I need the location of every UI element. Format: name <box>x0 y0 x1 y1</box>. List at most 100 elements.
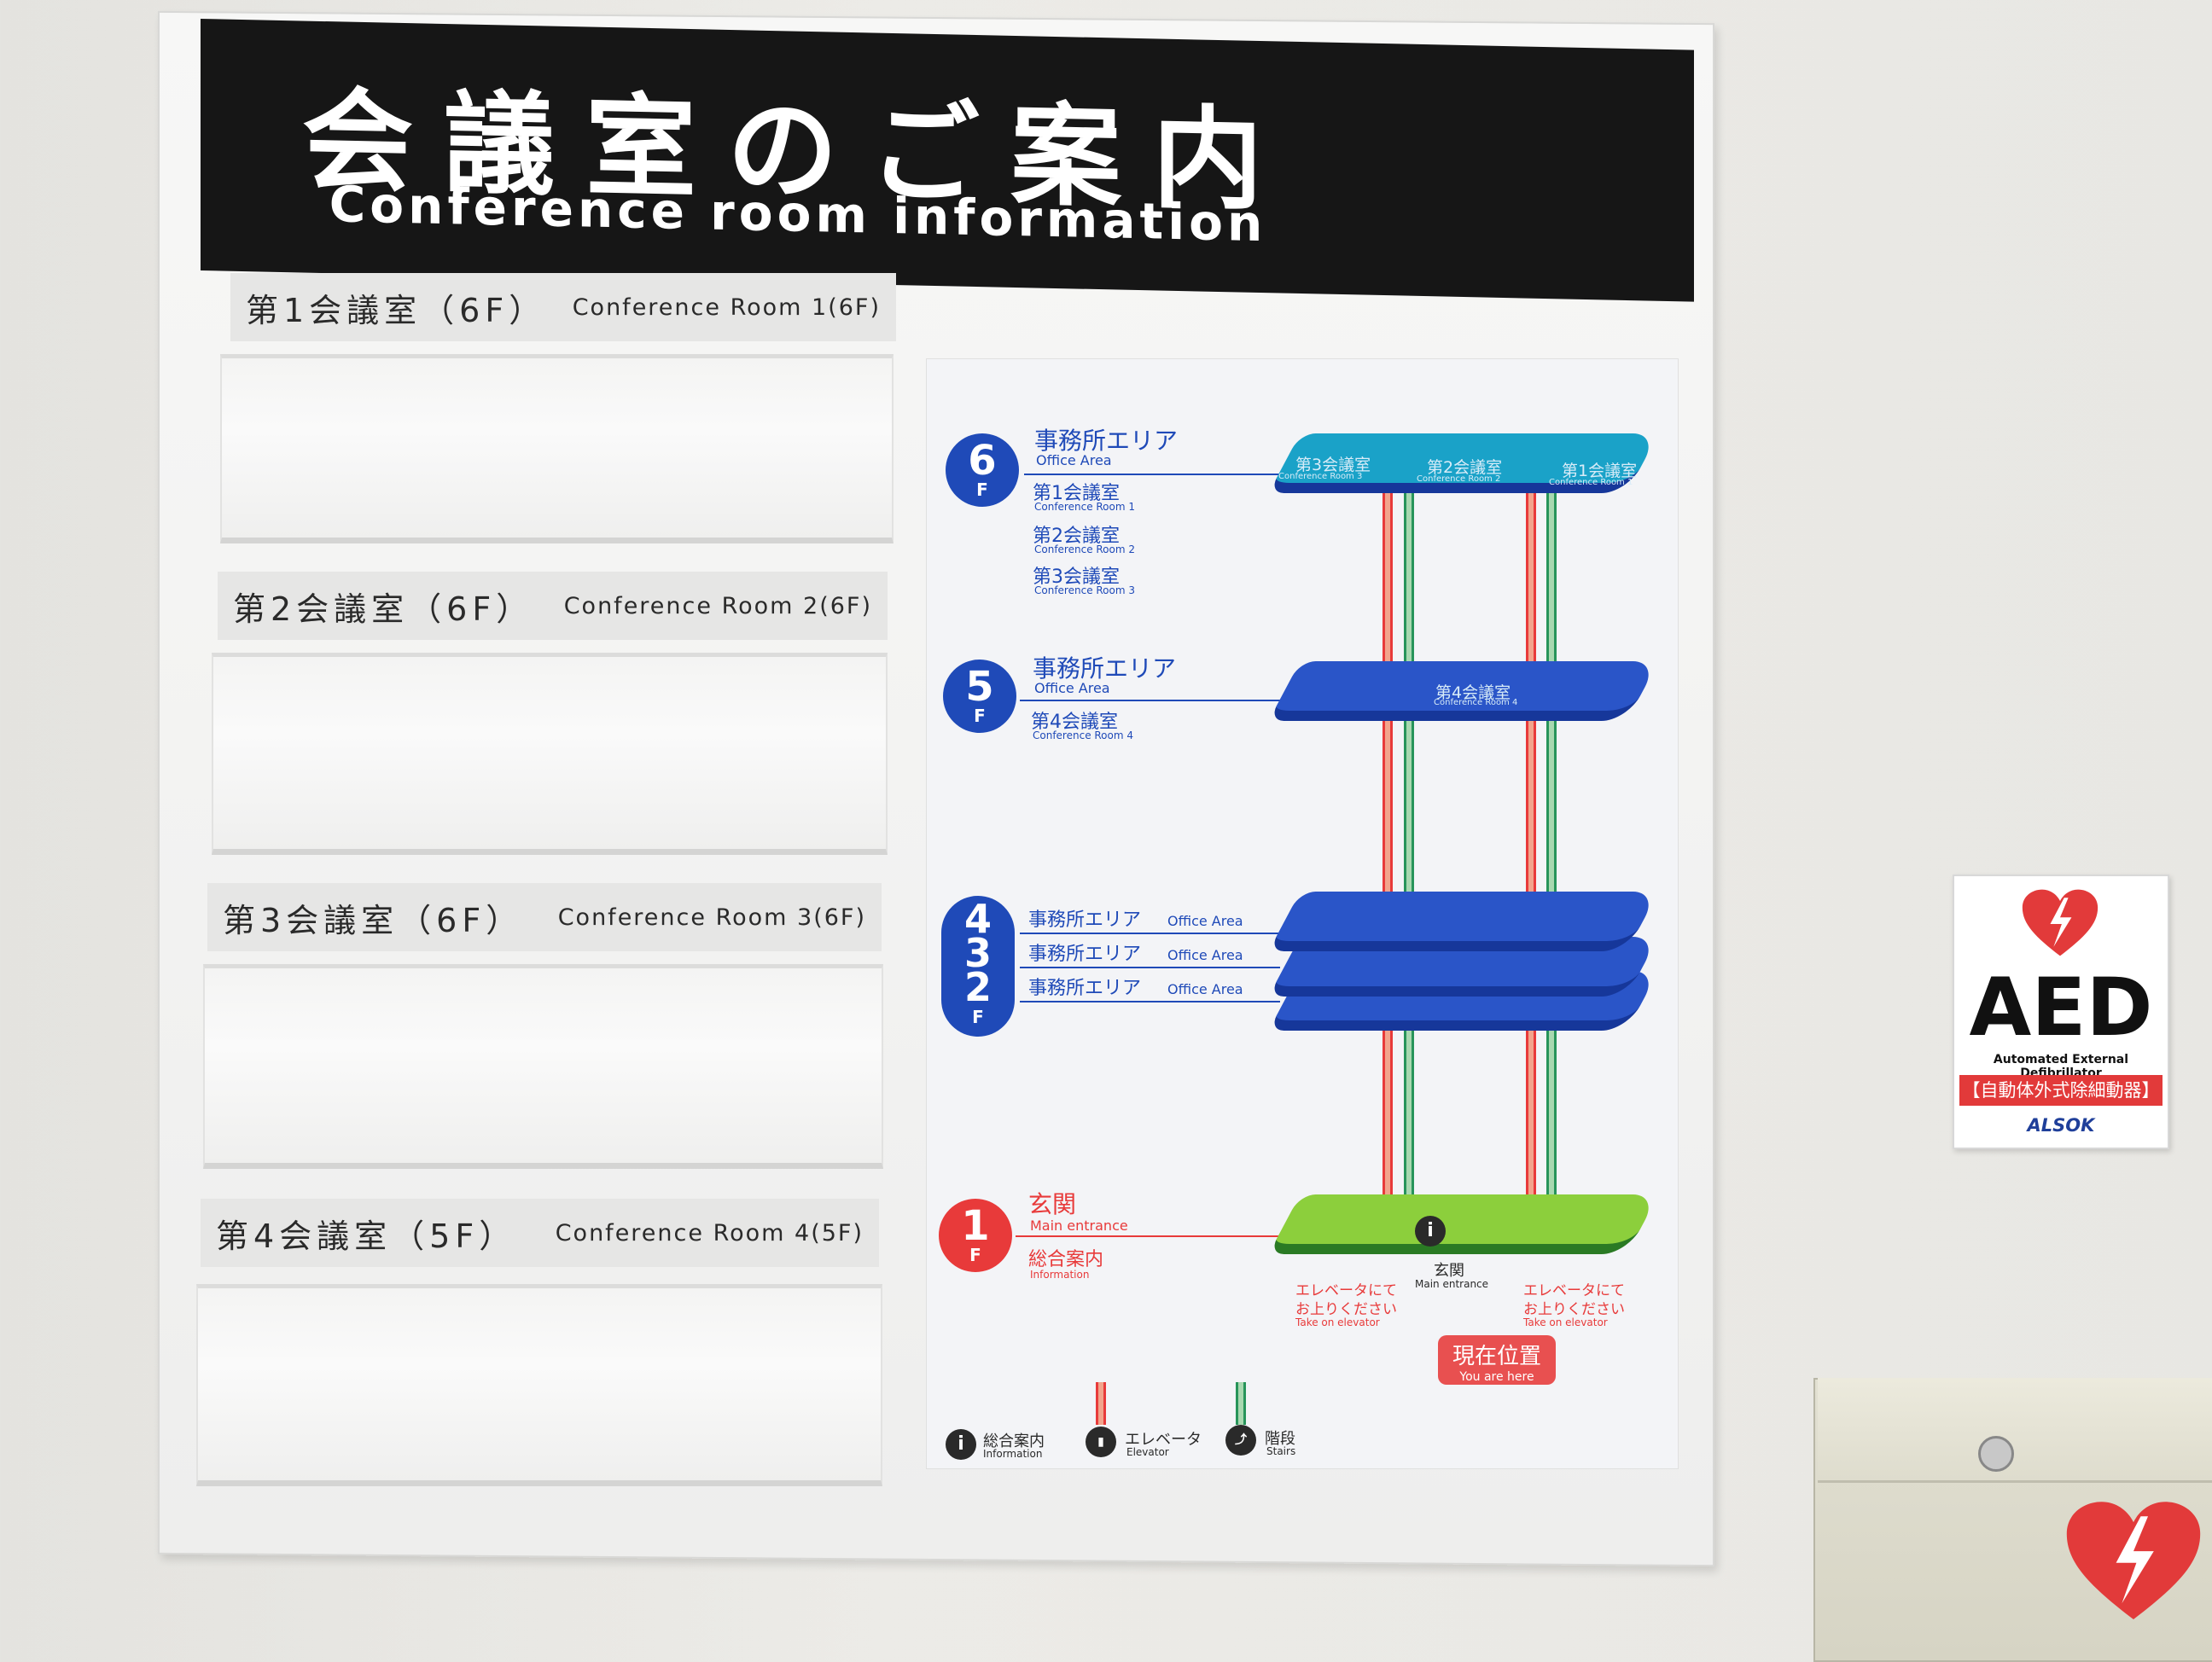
elevator-hint-left-jp-1: エレベータにて <box>1295 1282 1397 1299</box>
stairs-line-right <box>1546 452 1557 1237</box>
elevator-hint-right-jp-2: お上りください <box>1523 1301 1625 1318</box>
floor-1-info-jp: 総合案内 <box>1028 1249 1104 1270</box>
floor-1-slab <box>1268 1194 1659 1254</box>
floor-4-leader <box>1020 933 1280 934</box>
elevator-hint-right-en: Take on elevator <box>1523 1316 1608 1328</box>
you-are-here-en: You are here <box>1459 1370 1534 1384</box>
legend-elevator-line <box>1096 1382 1106 1425</box>
stairs-line-left <box>1404 452 1414 1237</box>
floor-4-slab <box>1268 892 1659 951</box>
room-slot-1 <box>220 354 894 543</box>
room-slot-4 <box>196 1284 882 1486</box>
room-slot-3 <box>203 964 883 1169</box>
slab-room-3-jp: 第3会議室 <box>1295 456 1371 474</box>
slab-room-2-en: Conference Room 2 <box>1417 474 1501 484</box>
floor-6-circle: 6 F <box>946 433 1019 507</box>
floor-6-area-jp: 事務所エリア <box>1034 427 1179 455</box>
floor-2-area-jp: 事務所エリア <box>1028 978 1142 999</box>
stairs-icon: ⤴ <box>1225 1425 1256 1456</box>
floor-3-leader <box>1020 967 1280 968</box>
elevator-icon: ▮ <box>1086 1427 1116 1457</box>
legend-elevator-jp: エレベータ <box>1125 1431 1202 1449</box>
aed-sign: AED Automated External Defibrillator 【自動… <box>1953 875 2169 1149</box>
floor-5-leader <box>1020 700 1280 701</box>
floor-2-leader <box>1020 1001 1280 1002</box>
floor-2-area-en: Office Area <box>1167 981 1243 997</box>
floor-5-area-en: Office Area <box>1034 680 1110 696</box>
slab-room-4-en: Conference Room 4 <box>1434 698 1518 707</box>
floor-suffix: F <box>974 706 986 726</box>
floor-1-info-en: Information <box>1030 1269 1090 1281</box>
floor-5-room-en: Conference Room 4 <box>1033 729 1134 741</box>
elevator-hint-left-jp-2: お上りください <box>1295 1301 1397 1318</box>
room-label-en: Conference Room 4(5F) <box>555 1219 864 1246</box>
elevator-hint-right-jp-1: エレベータにて <box>1523 1282 1625 1299</box>
floor-432-circle: 4 3 2 F <box>941 896 1015 1037</box>
room-label-en: Conference Room 1(6F) <box>572 293 881 321</box>
floor-number: 5 <box>965 663 994 711</box>
floor-6-area-en: Office Area <box>1036 452 1112 468</box>
slab-room-4-jp: 第4会議室 <box>1435 683 1511 702</box>
legend-info-jp: 総合案内 <box>983 1432 1045 1450</box>
floor-4-area-jp: 事務所エリア <box>1028 909 1142 931</box>
floor-5-area-jp: 事務所エリア <box>1033 654 1177 683</box>
floor-number-2: 2 <box>963 964 992 1010</box>
alsok-logo: ALSOK <box>2027 1115 2095 1136</box>
heart-icon <box>2022 889 2098 956</box>
you-are-here-jp: 現在位置 <box>1452 1344 1541 1369</box>
slab-room-3-en: Conference Room 3 <box>1278 472 1363 481</box>
elevator-hint-left-en: Take on elevator <box>1295 1316 1380 1328</box>
slab-room-2-jp: 第2会議室 <box>1427 458 1503 477</box>
room-label-en: Conference Room 2(6F) <box>563 592 872 619</box>
floor-6-room-2-en: Conference Room 2 <box>1034 543 1136 555</box>
legend-stairs-en: Stairs <box>1266 1445 1296 1457</box>
room-label-en: Conference Room 3(6F) <box>557 904 866 931</box>
floor-suffix: F <box>972 1007 984 1027</box>
floor-1-leader <box>1016 1235 1280 1237</box>
slab-room-1-en: Conference Room 1 <box>1549 478 1633 487</box>
slab-entrance-en: Main entrance <box>1415 1278 1489 1290</box>
room-slot-2 <box>212 653 888 855</box>
aed-title: AED <box>1969 962 2153 1055</box>
floor-1-circle: 1 F <box>939 1199 1012 1272</box>
you-are-here-badge: 現在位置 You are here <box>1438 1335 1556 1385</box>
sign-header: 会議室のご案内 Conference room information <box>201 19 1694 302</box>
elevator-line-left <box>1382 452 1393 1237</box>
floor-suffix: F <box>969 1245 981 1265</box>
room-label-4: 第4会議室（5F） Conference Room 4(5F) <box>201 1199 879 1267</box>
legend-elevator-en: Elevator <box>1126 1446 1169 1458</box>
slab-entrance-jp: 玄関 <box>1434 1262 1464 1280</box>
floor-6-room-2-jp: 第2会議室 <box>1033 526 1120 547</box>
legend-info-en: Information <box>983 1448 1043 1460</box>
floor-1-entrance-en: Main entrance <box>1030 1217 1128 1234</box>
floor-6-room-1-en: Conference Room 1 <box>1034 501 1136 513</box>
legend-stairs-line <box>1236 1382 1246 1425</box>
floor-number-4: 4 <box>963 896 992 942</box>
floor-6-room-3-en: Conference Room 3 <box>1034 584 1136 596</box>
aed-japanese: 【自動体外式除細動器】 <box>1959 1075 2163 1106</box>
room-label-2: 第2会議室（6F） Conference Room 2(6F) <box>218 572 888 640</box>
floor-number-3: 3 <box>963 930 992 976</box>
legend-stairs-jp: 階段 <box>1265 1430 1295 1448</box>
floor-4-area-en: Office Area <box>1167 913 1243 929</box>
floor-6-room-3-jp: 第3会議室 <box>1033 567 1120 588</box>
elevator-line-right <box>1526 452 1536 1237</box>
floor-5-circle: 5 F <box>943 660 1016 733</box>
room-label-jp: 第2会議室（6F） <box>233 590 534 628</box>
floor-number: 1 <box>961 1202 990 1250</box>
floor-3-area-jp: 事務所エリア <box>1028 944 1142 965</box>
floor-1-entrance-jp: 玄関 <box>1028 1190 1077 1218</box>
floor-5-room-jp: 第4会議室 <box>1031 712 1118 733</box>
room-label-3: 第3会議室（6F） Conference Room 3(6F) <box>207 883 882 951</box>
info-icon: i <box>1415 1216 1446 1246</box>
aed-cabinet-top <box>1818 1378 2212 1483</box>
floor-3-area-en: Office Area <box>1167 947 1243 963</box>
slab-room-1-jp: 第1会議室 <box>1562 462 1638 480</box>
room-label-jp: 第4会議室（5F） <box>216 1217 517 1255</box>
room-label-1: 第1会議室（6F） Conference Room 1(6F) <box>230 273 896 341</box>
floor-6-leader <box>1024 474 1280 475</box>
cabinet-heart-icon <box>2066 1502 2201 1619</box>
floor-suffix: F <box>976 479 988 500</box>
floor-6-room-1-jp: 第1会議室 <box>1033 483 1120 504</box>
info-icon: i <box>946 1429 976 1460</box>
